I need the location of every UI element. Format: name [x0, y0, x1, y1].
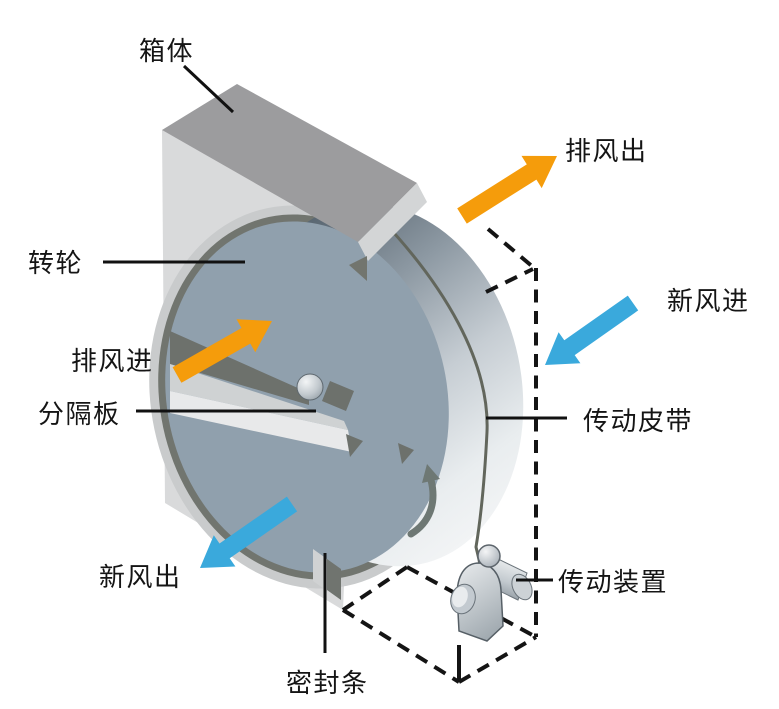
slot-wedge-right-of-hub	[322, 381, 354, 411]
casing-top-cut-face	[358, 183, 427, 261]
exhaust-in-arrow	[172, 319, 272, 383]
exhaust-out-arrow	[457, 155, 557, 224]
label-exhaust-out: 排风出	[565, 136, 648, 166]
label-rotor: 转轮	[28, 248, 83, 278]
label-belt: 传动皮带	[583, 406, 693, 436]
rotation-arrow-head	[422, 464, 440, 483]
dashed-bottom-edge-3	[457, 635, 538, 684]
rotation-arrow-icon	[407, 476, 437, 538]
label-seal-strip: 密封条	[286, 668, 369, 698]
belt-pulley	[477, 544, 501, 568]
partition-plate-front	[170, 391, 352, 452]
fresh-in-arrow	[545, 295, 639, 365]
dashed-bottom-edge-1	[341, 565, 409, 612]
leader-casing	[182, 64, 235, 114]
casing-cut-wedge	[349, 256, 367, 281]
motor-front-shaft-face	[452, 586, 468, 608]
leader-lines	[103, 64, 567, 653]
slot-wedge-small	[398, 443, 414, 464]
dashed-top-back-edge	[486, 227, 535, 269]
fresh-out-arrow	[200, 496, 298, 568]
partition-plate-top	[170, 364, 348, 430]
rotor-hub	[296, 373, 324, 401]
label-exhaust-in: 排风进	[71, 346, 154, 376]
drive-motor	[450, 544, 533, 642]
dashed-bottom-edge-2	[341, 608, 461, 684]
casing-top-face	[162, 84, 417, 242]
slot-wedge-below	[346, 434, 363, 457]
label-drive-unit: 传动装置	[558, 567, 668, 597]
seal-strip-piece-dark	[327, 559, 341, 600]
dashed-top-front-edge	[485, 267, 534, 294]
label-fresh-in: 新风进	[667, 286, 750, 316]
label-casing: 箱体	[139, 36, 194, 66]
label-partition: 分隔板	[38, 399, 121, 429]
label-fresh-out: 新风出	[99, 562, 182, 592]
